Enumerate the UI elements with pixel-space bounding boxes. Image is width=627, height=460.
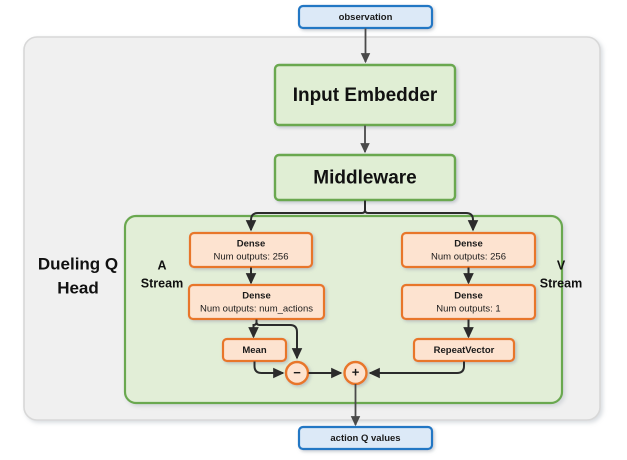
middleware-rect[interactable]: [273, 153, 457, 202]
middleware-label: Middleware: [313, 168, 416, 189]
panel-title-line1: Dueling Q: [38, 254, 118, 273]
subtract-op-node[interactable]: −: [284, 360, 310, 386]
repeat-vector-rect[interactable]: [412, 337, 516, 363]
v-stream-dense-256-node[interactable]: Dense Num outputs: 256: [400, 231, 537, 269]
v-stream-label-line1: V: [557, 258, 566, 272]
v-stream-dense-256-rect[interactable]: [400, 231, 537, 269]
action-q-values-label: action Q values: [330, 433, 400, 444]
edge-middleware-to-v-stream: [364, 208, 479, 232]
a-stream-dense-256-rect[interactable]: [188, 231, 314, 269]
input-embedder-label: Input Embedder: [293, 85, 438, 106]
a-stream-label: A Stream: [141, 258, 183, 290]
v-stream-dense-1-node[interactable]: Dense Num outputs: 1: [400, 283, 537, 321]
input-embedder-node[interactable]: Input Embedder: [273, 63, 457, 127]
panel-title-line2: Head: [57, 278, 99, 297]
a-stream-dense-256-title: Dense: [237, 239, 266, 250]
middleware-node[interactable]: Middleware: [273, 153, 457, 202]
a-stream-dense-256-subtitle: Num outputs: 256: [214, 252, 289, 263]
v-stream-dense-256-subtitle: Num outputs: 256: [431, 252, 506, 263]
v-stream-dense-256-title: Dense: [454, 239, 483, 250]
a-stream-dense-256-node[interactable]: Dense Num outputs: 256: [188, 231, 314, 269]
repeat-vector-label: RepeatVector: [434, 345, 495, 356]
v-stream-dense-1-subtitle: Num outputs: 1: [436, 304, 500, 315]
mean-rect[interactable]: [221, 337, 288, 363]
action-q-values-node[interactable]: action Q values: [297, 425, 434, 451]
v-stream-label-line2: Stream: [540, 276, 582, 290]
subtract-op-circle[interactable]: [284, 360, 310, 386]
edge-a-dense-actions-to-subtract: [255, 321, 303, 360]
observation-node[interactable]: observation: [297, 4, 434, 30]
a-stream-dense-num-actions-subtitle: Num outputs: num_actions: [200, 304, 313, 315]
v-stream-dense-1-title: Dense: [454, 291, 483, 302]
edge-mean-to-subtract: [253, 361, 285, 379]
a-stream-label-line2: Stream: [141, 276, 183, 290]
a-stream-dense-num-actions-rect[interactable]: [187, 283, 326, 321]
v-stream-label: V Stream: [540, 258, 582, 290]
v-stream-dense-1-rect[interactable]: [400, 283, 537, 321]
add-op-node[interactable]: +: [343, 360, 368, 386]
mean-node[interactable]: Mean: [221, 337, 288, 363]
a-stream-dense-num-actions-node[interactable]: Dense Num outputs: num_actions: [187, 283, 326, 321]
observation-label: observation: [339, 12, 393, 23]
observation-rect[interactable]: [297, 4, 434, 30]
subtract-op-symbol: −: [293, 365, 301, 380]
a-stream-label-line1: A: [157, 258, 166, 272]
a-stream-dense-num-actions-title: Dense: [242, 291, 271, 302]
input-embedder-rect[interactable]: [273, 63, 457, 127]
repeat-vector-node[interactable]: RepeatVector: [412, 337, 516, 363]
action-q-values-rect[interactable]: [297, 425, 434, 451]
mean-label: Mean: [242, 345, 266, 356]
edge-repeatvector-to-add: [368, 361, 465, 379]
add-op-symbol: +: [352, 364, 360, 379]
